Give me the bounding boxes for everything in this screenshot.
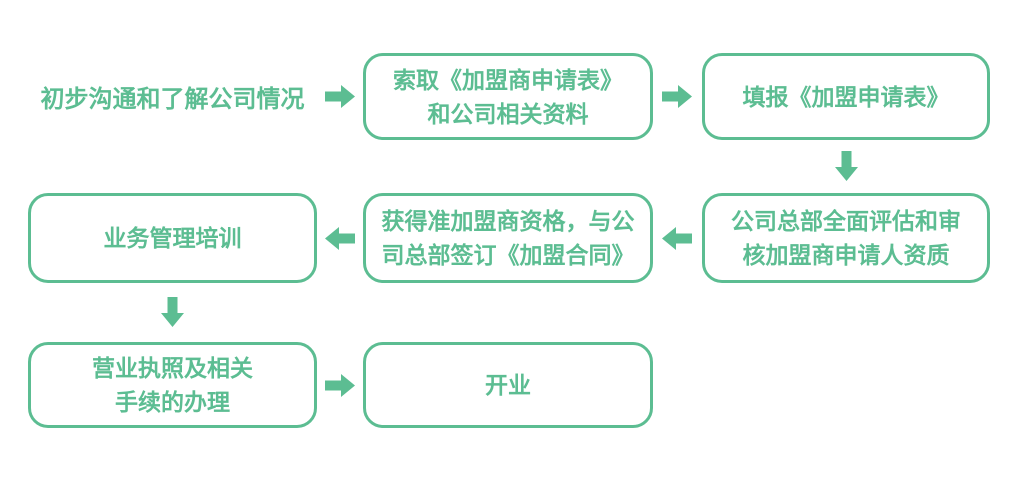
node-franchise-qualification: 获得准加盟商资格，与公 司总部签订《加盟合同》 <box>363 193 653 283</box>
node-line: 业务管理培训 <box>103 225 242 251</box>
node-fill-application-form: 填报《加盟申请表》 <box>702 53 990 140</box>
node-line: 司总部签订《加盟合同》 <box>381 242 635 268</box>
node-request-application-form: 索取《加盟商申请表》 和公司相关资料 <box>363 53 653 140</box>
node-line: 核加盟商申请人资质 <box>742 242 950 268</box>
node-line: 和公司相关资料 <box>427 100 589 127</box>
arrow-left-icon <box>662 227 692 250</box>
node-line: 公司总部全面评估和审 <box>731 208 961 234</box>
node-business-license: 营业执照及相关 手续的办理 <box>28 342 317 428</box>
node-line: 开业 <box>485 372 531 398</box>
node-line: 填报《加盟申请表》 <box>742 83 950 110</box>
node-business-training: 业务管理培训 <box>28 193 317 283</box>
step-initial-communication-text: 初步沟通和了解公司情况 <box>40 86 305 113</box>
node-hq-evaluation: 公司总部全面评估和审 核加盟商申请人资质 <box>702 193 990 283</box>
arrow-down-icon <box>835 151 858 181</box>
node-opening: 开业 <box>363 342 653 428</box>
node-line: 索取《加盟商申请表》 <box>393 66 623 93</box>
arrow-right-icon <box>662 85 692 108</box>
arrow-left-icon <box>325 227 355 250</box>
arrow-right-icon <box>325 85 355 108</box>
node-line: 获得准加盟商资格，与公 <box>381 208 635 234</box>
node-line: 手续的办理 <box>115 389 230 415</box>
arrow-down-icon <box>161 297 184 327</box>
node-line: 营业执照及相关 <box>92 355 253 381</box>
arrow-right-icon <box>325 374 355 397</box>
